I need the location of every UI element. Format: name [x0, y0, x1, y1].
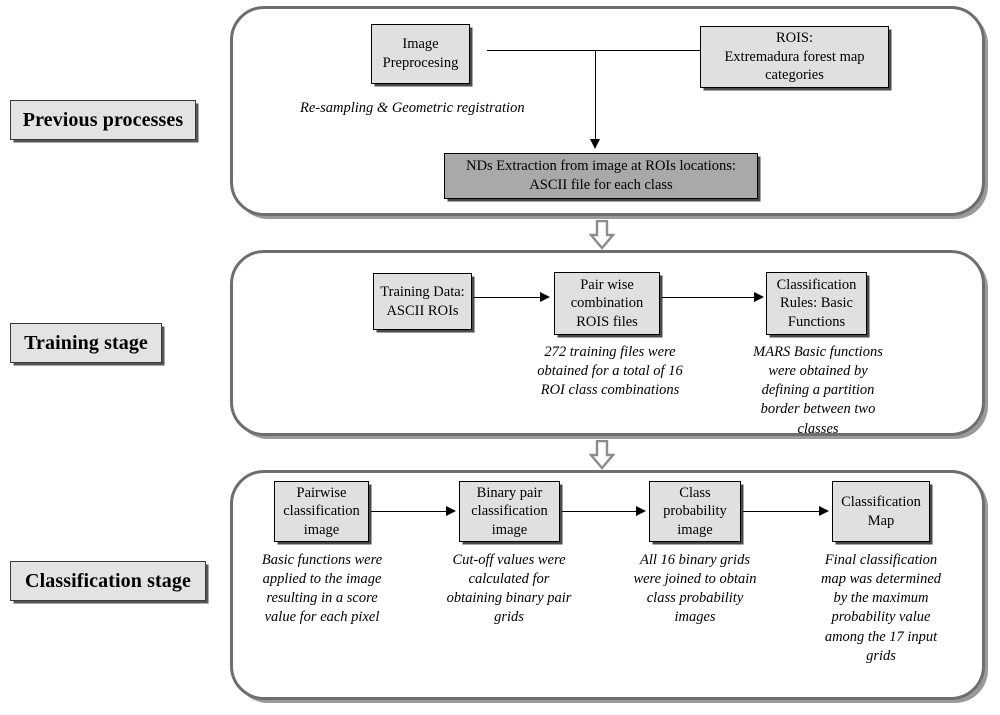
node-pairwise-combination[interactable]: Pair wise combination ROIS files	[554, 272, 660, 335]
block-arrow-down-icon-previous-to-training	[588, 219, 616, 250]
caption-line: Final	[824, 552, 857, 568]
caption-training-files: 272 training files were obtained for a t…	[527, 343, 693, 400]
caption-line: Basic functions	[261, 552, 351, 568]
stage-label-text: Previous processes	[22, 108, 184, 131]
node-training-data[interactable]: Training Data: ASCII ROIs	[373, 273, 472, 330]
block-arrow-down-icon-training-to-classification	[588, 439, 616, 470]
caption-line: among the 17	[824, 628, 904, 645]
connector-preprocessing-to-rois-bus	[487, 50, 700, 51]
node-nds-extraction[interactable]: NDs Extraction from image at ROIs locati…	[444, 153, 758, 199]
caption-line: probability	[679, 590, 744, 607]
node-classification-rules[interactable]: Classification Rules: Basic Functions	[766, 272, 867, 335]
caption-line: binary pair	[505, 590, 572, 607]
connector-probability-to-map	[743, 511, 821, 512]
node-line: Preprocesing	[382, 55, 459, 71]
node-line: Pairwise	[296, 484, 347, 501]
caption-line: map was	[820, 571, 873, 588]
node-line: Class	[679, 484, 711, 501]
caption-line: grids	[494, 609, 524, 626]
connector-bus-to-nds-vertical	[595, 50, 596, 140]
node-binary-pair-classification-image[interactable]: Binary pair classification image	[459, 481, 560, 542]
node-line: Extremadura forest map categories	[724, 48, 865, 84]
caption-line: score value for	[264, 590, 378, 626]
stage-label-text: Training stage	[24, 331, 148, 354]
caption-line: probability value	[831, 609, 931, 626]
stage-label-training: Training stage	[10, 323, 162, 363]
caption-line: ROI class combinations	[540, 382, 680, 399]
caption-line: input grids	[866, 628, 938, 664]
caption-line: All 16 binary	[640, 552, 717, 568]
caption-cut-off-values: Cut-off values were calculated for obtai…	[443, 551, 575, 628]
stage-label-text: Classification stage	[25, 569, 191, 592]
node-pairwise-classification-image[interactable]: Pairwise classification image	[274, 481, 369, 542]
caption-line: were applied to	[262, 552, 383, 588]
node-line: Image	[402, 36, 439, 53]
caption-line: obtained for a total of 16	[537, 363, 683, 380]
node-line: image	[491, 521, 528, 538]
caption-final-classification-map: Final classification map was determined …	[815, 551, 947, 666]
arrowhead-right-icon	[754, 292, 764, 302]
caption-line: MARS Basic	[753, 344, 827, 360]
node-line: ASCII ROIs	[386, 302, 459, 319]
caption-mars-functions: MARS Basic functions were obtained by de…	[748, 343, 888, 439]
node-line: Classification	[776, 276, 857, 293]
node-line: classification	[283, 503, 360, 520]
arrowhead-right-icon	[446, 506, 456, 516]
caption-resampling: Re-sampling & Geometric registration	[300, 99, 600, 118]
connector-binary-to-probability	[562, 511, 638, 512]
caption-line: calculated for	[468, 571, 550, 588]
node-line: ROIS files	[576, 313, 638, 330]
node-rois[interactable]: ROIS: Extremadura forest map categories	[700, 26, 889, 88]
caption-all-16-binary-grids: All 16 binary grids were joined to obtai…	[629, 551, 761, 628]
node-line: combination	[570, 295, 644, 312]
caption-line: classification	[859, 552, 938, 568]
caption-line: Re-sampling & Geometric registration	[300, 100, 525, 116]
node-line: Rules: Basic	[780, 295, 853, 312]
node-line: classification	[471, 503, 548, 520]
node-class-probability-image[interactable]: Class probability image	[649, 481, 741, 542]
caption-line: the maximum	[850, 590, 929, 607]
caption-line: between two classes	[797, 401, 876, 437]
arrowhead-right-icon	[636, 506, 646, 516]
caption-line: images	[674, 609, 716, 626]
node-line: Binary pair	[476, 484, 543, 501]
node-line: image	[303, 521, 340, 538]
caption-line: joined to obtain	[664, 571, 757, 588]
arrowhead-right-icon	[540, 292, 550, 302]
arrowhead-down-icon	[590, 139, 600, 149]
node-line: image	[677, 521, 713, 538]
node-line: probability	[663, 503, 727, 520]
caption-line: class	[646, 590, 676, 607]
caption-line: 272 training files were	[544, 344, 676, 360]
node-classification-map[interactable]: Classification Map	[832, 481, 930, 542]
connector-pairwise-to-rules	[662, 297, 756, 298]
caption-line: were	[537, 552, 566, 568]
caption-line: determined by	[833, 571, 942, 607]
caption-line: grids were	[633, 552, 750, 588]
caption-line: functions were	[768, 344, 883, 380]
caption-line: each pixel	[320, 609, 380, 626]
stage-label-previous-processes: Previous processes	[10, 100, 196, 140]
caption-line: Cut-off values	[452, 552, 535, 568]
caption-line: the image	[324, 571, 382, 588]
node-line: NDs Extraction from image at ROIs locati…	[466, 158, 736, 175]
stage-label-classification: Classification stage	[10, 561, 206, 601]
caption-line: resulting in a	[266, 590, 344, 607]
node-line: Training Data:	[380, 283, 465, 300]
caption-basic-functions: Basic functions were applied to the imag…	[256, 551, 388, 628]
caption-line: obtained by defining	[761, 363, 868, 399]
node-line: Functions	[787, 313, 846, 330]
node-line: ASCII file for each class	[529, 177, 673, 193]
node-line: Classification	[841, 493, 921, 510]
caption-line: obtaining	[446, 590, 503, 607]
node-line: ROIS:	[775, 30, 814, 47]
connector-pairwise-image-to-binary	[371, 511, 448, 512]
node-image-preprocessing[interactable]: Image Preprocesing	[371, 24, 470, 84]
caption-line: a partition border	[760, 382, 875, 418]
connector-training-data-to-pairwise	[474, 297, 542, 298]
node-line: Map	[867, 512, 895, 529]
arrowhead-right-icon	[819, 506, 829, 516]
node-line: Pair wise	[580, 276, 634, 293]
